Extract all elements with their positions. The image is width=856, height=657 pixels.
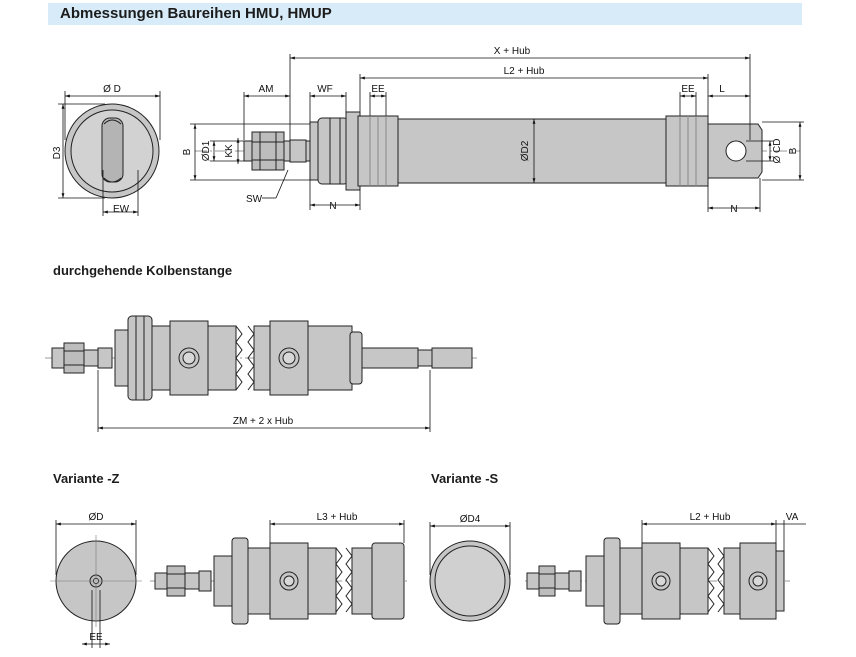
label-phi-cd: Ø CD [772, 139, 783, 164]
label-x-hub: X + Hub [494, 46, 531, 57]
label-n-right: N [730, 204, 737, 215]
section-title-through-rod: durchgehende Kolbenstange [53, 263, 233, 278]
section-title-variant-s: Variante -S [431, 471, 499, 486]
label-b-right: B [788, 147, 799, 154]
label-phi-d1: ØD1 [201, 140, 212, 161]
title-bar: Abmessungen Baureihen HMU, HMUP [48, 3, 802, 25]
variant-s-side-dimensions [641, 520, 806, 551]
label-d3: D3 [52, 146, 63, 159]
label-l2-hub-s: L2 + Hub [690, 512, 731, 523]
label-phi-d-z: ØD [89, 512, 104, 523]
label-zm: ZM + 2 x Hub [233, 416, 294, 427]
variant-z-end-dimensions [55, 520, 137, 648]
top-end-view-dimensions [58, 91, 161, 216]
variant-s-end-view [429, 540, 511, 622]
top-end-view [64, 103, 160, 199]
variant-z-side-view [150, 537, 410, 625]
label-l2-hub: L2 + Hub [504, 66, 545, 77]
label-phi-d4: ØD4 [460, 514, 481, 525]
page-title: Abmessungen Baureihen HMU, HMUP [60, 5, 332, 22]
variant-s-end-dimensions [429, 522, 511, 575]
through-rod-dimensions [97, 370, 431, 432]
label-ew: EW [113, 204, 130, 215]
variant-s-side-view [525, 537, 790, 625]
variant-z-side-dimensions [269, 520, 405, 543]
label-ee-z: EE [89, 632, 103, 643]
label-l3-hub: L3 + Hub [317, 512, 358, 523]
label-ee-front: EE [371, 84, 385, 95]
variant-z-end-view [50, 535, 142, 627]
label-wf: WF [317, 84, 333, 95]
label-phi-d2: ØD2 [520, 140, 531, 161]
label-va: VA [786, 512, 799, 523]
label-b-left: B [182, 148, 193, 155]
top-side-view [195, 111, 800, 191]
label-kk: KK [224, 144, 235, 158]
section-title-variant-z: Variante -Z [53, 471, 120, 486]
label-ee-rear: EE [681, 84, 695, 95]
through-rod-view [45, 315, 480, 401]
label-am: AM [259, 84, 274, 95]
label-n-left: N [329, 201, 336, 212]
label-phi-d: Ø D [103, 84, 121, 95]
top-side-view-dimensions [190, 54, 804, 212]
label-l: L [719, 84, 725, 95]
label-sw: SW [246, 194, 263, 205]
